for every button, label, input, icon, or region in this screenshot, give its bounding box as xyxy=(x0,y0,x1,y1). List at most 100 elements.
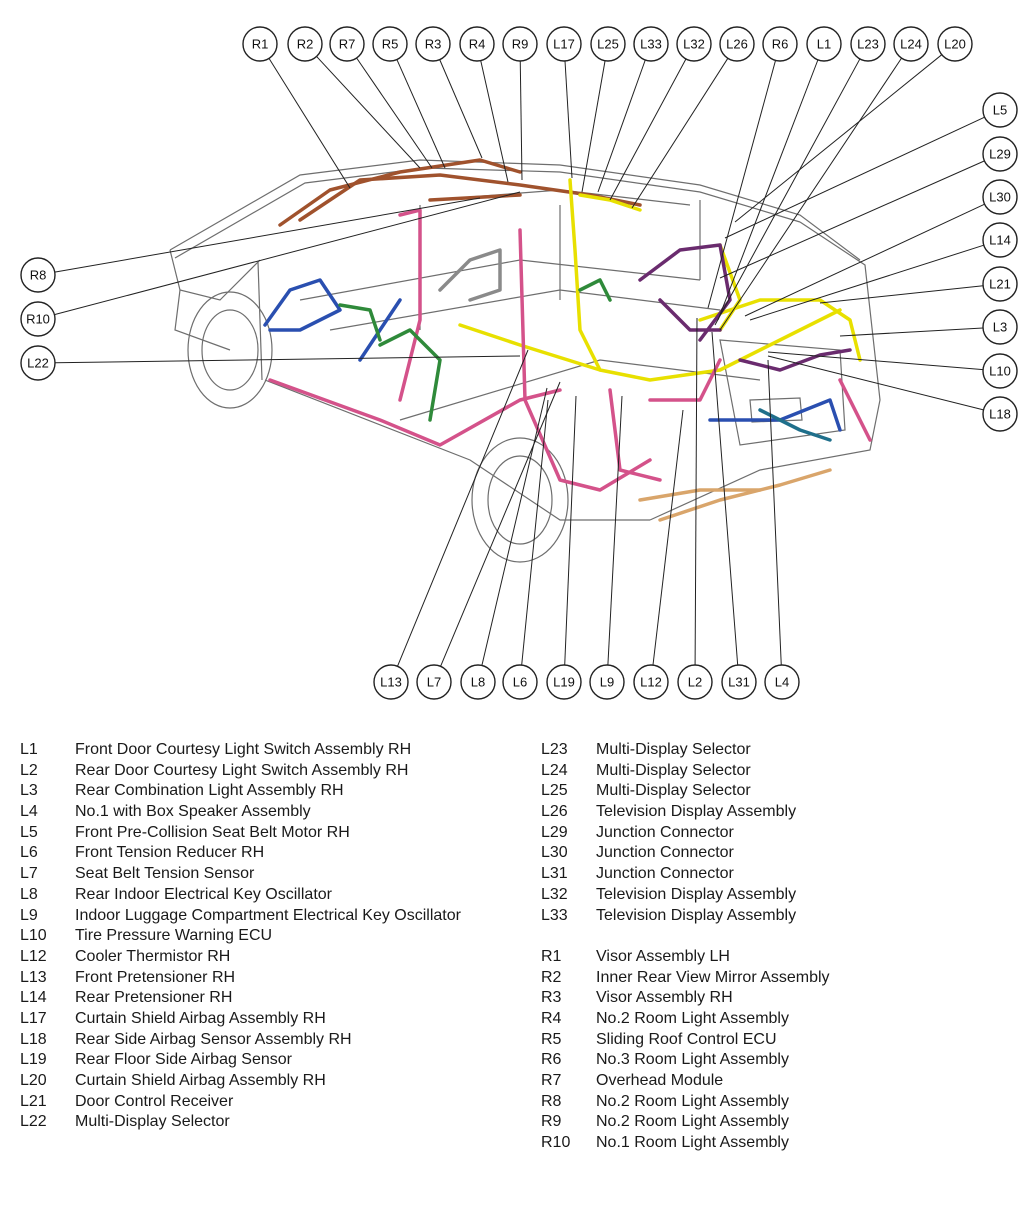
leader-line-l7 xyxy=(440,381,561,667)
wire-harness-segment xyxy=(568,178,842,382)
legend-code: L17 xyxy=(20,1009,47,1027)
legend-description: Junction Connector xyxy=(596,844,734,862)
legend-description: Multi-Display Selector xyxy=(75,1113,230,1131)
legend-description: Multi-Display Selector xyxy=(596,782,751,800)
callout-l22: L22 xyxy=(20,345,56,381)
callout-label: R6 xyxy=(772,37,789,52)
callout-circle xyxy=(415,26,451,62)
legend-description: No.2 Room Light Assembly xyxy=(596,1092,789,1110)
legend-row: L5 Front Pre-Collision Seat Belt Motor RH xyxy=(20,823,461,844)
leader-line-r4 xyxy=(480,60,509,183)
legend-description: Seat Belt Tension Sensor xyxy=(75,865,255,883)
legend-code: L18 xyxy=(20,1030,47,1048)
callout-label: R5 xyxy=(382,37,399,52)
callout-circle xyxy=(677,664,713,700)
callout-label: L4 xyxy=(775,675,789,690)
callout-l17: L17 xyxy=(546,26,582,62)
leader-line-r3 xyxy=(439,59,483,159)
legend-code: L1 xyxy=(20,741,38,758)
leader-line-r5 xyxy=(396,59,446,169)
wire-harness-segment xyxy=(838,378,872,442)
callout-l29: L29 xyxy=(982,136,1018,172)
callout-label: R1 xyxy=(252,37,269,52)
callout-circle xyxy=(982,396,1018,432)
callout-circle xyxy=(762,26,798,62)
callout-l13: L13 xyxy=(373,664,409,700)
callout-l31: L31 xyxy=(721,664,757,700)
leader-line-l8 xyxy=(481,387,548,666)
leader-line-l20 xyxy=(734,54,943,223)
callout-label: L13 xyxy=(380,675,402,690)
callout-label: R8 xyxy=(30,268,47,283)
callout-l20: L20 xyxy=(937,26,973,62)
leader-line-l12 xyxy=(652,409,684,666)
wire-harness-segment xyxy=(378,328,442,422)
wire-harness-segment xyxy=(658,468,832,522)
legend-code: L4 xyxy=(20,803,38,821)
callout-label: L14 xyxy=(989,233,1011,248)
callout-label: R4 xyxy=(469,37,486,52)
legend-description: Television Display Assembly xyxy=(596,885,797,903)
callout-label: L18 xyxy=(989,407,1011,422)
legend-code: R3 xyxy=(541,989,562,1007)
legend-code: L24 xyxy=(541,761,568,779)
callout-circle xyxy=(982,353,1018,389)
leader-line-l18 xyxy=(767,355,984,411)
callout-r1: R1 xyxy=(242,26,278,62)
callout-circle xyxy=(546,26,582,62)
callout-label: L33 xyxy=(640,37,662,52)
legend-code: L31 xyxy=(541,865,568,883)
callout-circle xyxy=(242,26,278,62)
wire-harness-segment xyxy=(638,243,732,342)
wire-harness-segment xyxy=(738,348,852,372)
legend-code: L33 xyxy=(541,906,568,924)
callout-circle xyxy=(459,26,495,62)
leader-line-l23 xyxy=(714,58,861,326)
legend-code: R8 xyxy=(541,1092,562,1110)
legend-code: L6 xyxy=(20,844,38,862)
legend-description: Junction Connector xyxy=(596,823,734,841)
callout-label: L17 xyxy=(553,37,575,52)
legend-code: R9 xyxy=(541,1113,562,1131)
callout-r8: R8 xyxy=(20,257,56,293)
callout-label: L19 xyxy=(553,675,575,690)
legend-code: L23 xyxy=(541,741,568,758)
legend-description: Rear Combination Light Assembly RH xyxy=(75,782,344,800)
wire-harness-segment xyxy=(278,158,522,227)
leader-line-l17 xyxy=(564,60,573,179)
legend-code: L29 xyxy=(541,823,568,841)
wire-harness-segment xyxy=(608,388,662,482)
callout-r3: R3 xyxy=(415,26,451,62)
legend-code: R1 xyxy=(541,947,562,965)
callout-label: L21 xyxy=(989,277,1011,292)
legend-code: L5 xyxy=(20,823,38,841)
legend-description: Rear Pretensioner RH xyxy=(75,989,233,1007)
legend-description: Rear Floor Side Airbag Sensor xyxy=(75,1051,292,1069)
legend-description: Front Pre-Collision Seat Belt Motor RH xyxy=(75,823,350,841)
callout-l32: L32 xyxy=(676,26,712,62)
leader-line-l31 xyxy=(711,331,739,666)
callout-circle xyxy=(850,26,886,62)
legend-spacer xyxy=(541,926,830,947)
callout-l24: L24 xyxy=(893,26,929,62)
leader-line-l3 xyxy=(839,327,984,337)
leader-line-l29 xyxy=(719,160,985,279)
callout-label: L3 xyxy=(993,320,1007,335)
leader-line-l9 xyxy=(607,395,623,666)
callout-label: L25 xyxy=(597,37,619,52)
